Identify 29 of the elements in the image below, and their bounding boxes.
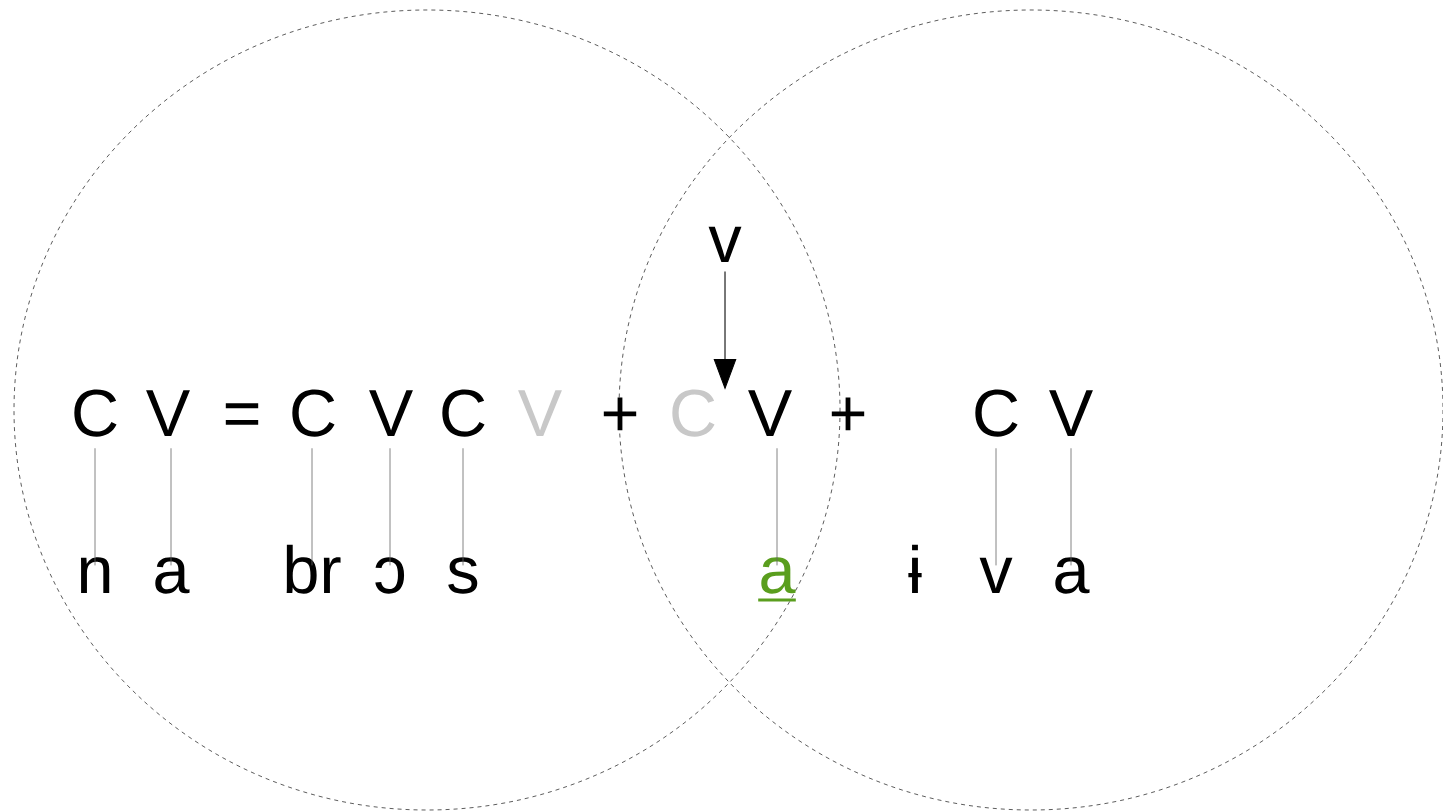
slot-letter: C — [74, 389, 117, 437]
association-line — [462, 447, 464, 566]
association-line — [776, 447, 778, 566]
slot-letter: V — [369, 390, 413, 436]
slot-letter: C — [975, 389, 1018, 437]
slot-letter: C — [442, 389, 485, 437]
phoneme: a — [155, 557, 190, 594]
operator-sign: + — [831, 397, 865, 431]
association-line — [389, 447, 391, 566]
slot-letter: V — [748, 390, 792, 436]
phoneme: n — [80, 557, 110, 593]
association-line — [94, 447, 96, 566]
underlined-phoneme: a — [758, 557, 796, 602]
slot-letter: C — [292, 389, 335, 437]
association-line — [311, 447, 313, 566]
phoneme: ɔ — [375, 557, 405, 594]
phoneme: br — [286, 544, 341, 594]
association-line — [995, 447, 997, 566]
phoneme: ɨ — [908, 544, 922, 593]
slot-letter: V — [146, 390, 190, 436]
operator-sign: = — [225, 403, 259, 425]
operator-sign: + — [603, 397, 637, 431]
association-line — [1070, 447, 1072, 566]
slot-letter: V — [1049, 390, 1093, 436]
phoneme: v — [979, 557, 1013, 593]
phoneme: a — [1055, 557, 1090, 594]
phoneme: s — [448, 557, 478, 594]
inserted-phoneme: v — [708, 226, 742, 262]
association-line — [170, 447, 172, 566]
